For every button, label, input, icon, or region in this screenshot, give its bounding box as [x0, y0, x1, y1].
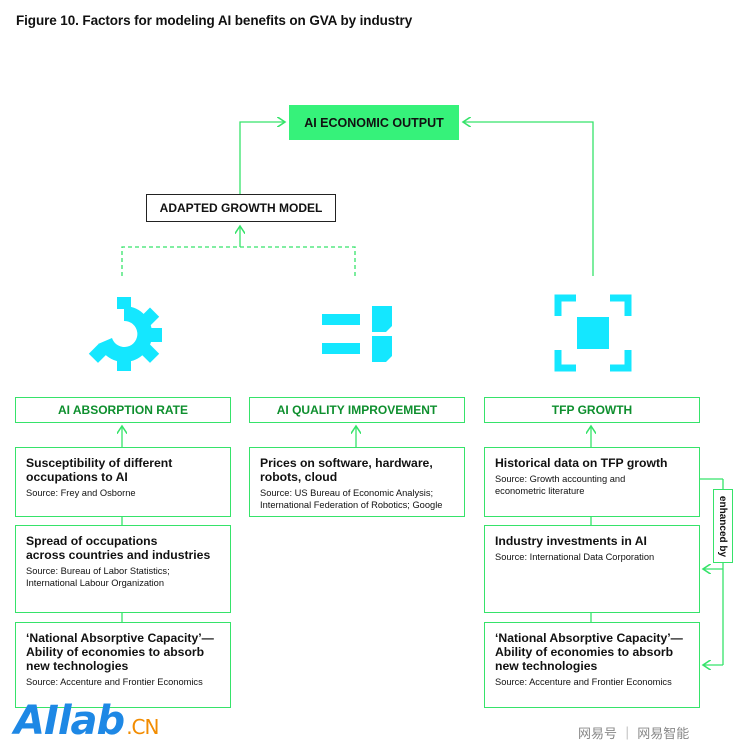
ai-absorption-rate-header: AI ABSORPTION RATE — [15, 397, 231, 423]
factor-box-industry-investments: Industry investments in AI Source: Inter… — [484, 525, 700, 613]
factor-heading: Prices on software, hardware, robots, cl… — [260, 456, 433, 484]
factor-box-absorptive-capacity: ‘National Absorptive Capacity’— Ability … — [15, 622, 231, 708]
factor-heading: ‘National Absorptive Capacity’— Ability … — [26, 631, 214, 673]
factor-source: Source: Accenture and Frontier Economics — [495, 677, 672, 687]
gear-icon — [88, 297, 162, 371]
factor-box-tfp-history: Historical data on TFP growth Source: Gr… — [484, 447, 700, 517]
factor-box-susceptibility: Susceptibility of different occupations … — [15, 447, 231, 517]
ailab-logo-text: AIlab — [14, 698, 125, 744]
factor-heading: Industry investments in AI — [495, 534, 647, 548]
factor-heading: Susceptibility of different occupations … — [26, 456, 173, 484]
focus-frame-icon — [554, 294, 632, 372]
factor-box-absorptive-capacity-tfp: ‘National Absorptive Capacity’— Ability … — [484, 622, 700, 708]
factor-heading: ‘National Absorptive Capacity’— Ability … — [495, 631, 683, 673]
factor-source: Source: Bureau of Labor Statistics; Inte… — [26, 566, 170, 588]
enhanced-by-text: enhanced by — [717, 495, 729, 557]
adapted-growth-model-box: ADAPTED GROWTH MODEL — [146, 194, 336, 222]
ailab-logo: AIlab.CN — [14, 698, 159, 744]
factor-heading: Historical data on TFP growth — [495, 456, 668, 470]
enhanced-by-label: enhanced by — [713, 489, 733, 563]
equals-shapes-icon — [322, 306, 392, 362]
ai-quality-improvement-header: AI QUALITY IMPROVEMENT — [249, 397, 465, 423]
factor-heading: Spread of occupations across countries a… — [26, 534, 211, 562]
ailab-logo-suffix: .CN — [126, 715, 159, 739]
factor-source: Source: Growth accounting and econometri… — [495, 474, 626, 496]
factor-box-prices: Prices on software, hardware, robots, cl… — [249, 447, 465, 517]
factor-box-occupation-spread: Spread of occupations across countries a… — [15, 525, 231, 613]
ai-economic-output-box: AI ECONOMIC OUTPUT — [289, 105, 459, 140]
watermark-text: 网易号 ｜ 网易智能 — [578, 726, 690, 741]
factor-source: Source: Frey and Osborne — [26, 488, 136, 498]
factor-source: Source: International Data Corporation — [495, 552, 655, 562]
figure-title: Figure 10. Factors for modeling AI benef… — [16, 13, 413, 28]
tfp-growth-header: TFP GROWTH — [484, 397, 700, 423]
factor-source: Source: Accenture and Frontier Economics — [26, 677, 203, 687]
factor-source: Source: US Bureau of Economic Analysis; … — [260, 488, 443, 510]
